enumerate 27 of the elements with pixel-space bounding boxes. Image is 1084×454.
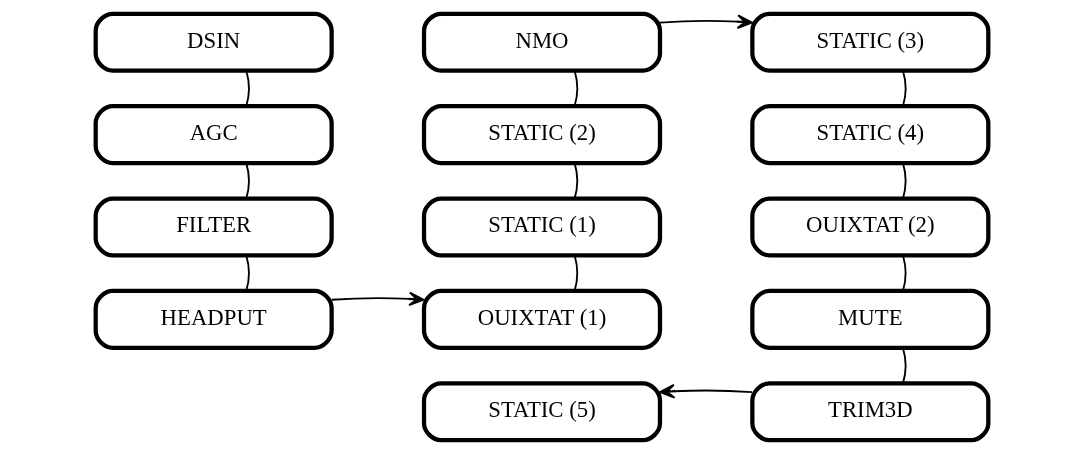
node-box: OUIXTAT (1) bbox=[421, 288, 663, 350]
connector bbox=[902, 347, 907, 385]
connector bbox=[573, 162, 579, 200]
node-box: STATIC (2) bbox=[421, 104, 663, 166]
connector bbox=[573, 254, 579, 292]
connector bbox=[902, 254, 907, 292]
arrow bbox=[659, 383, 753, 399]
node-box: STATIC (3) bbox=[750, 11, 991, 73]
node-box: DSIN bbox=[93, 11, 334, 73]
connector bbox=[245, 70, 250, 107]
node-box: NMO bbox=[421, 11, 663, 73]
node-box: STATIC (1) bbox=[421, 196, 663, 258]
node-box: TRIM3D bbox=[750, 381, 991, 443]
arrow bbox=[330, 291, 425, 307]
node-box: HEADPUT bbox=[93, 288, 334, 350]
node-box: STATIC (5) bbox=[421, 381, 663, 443]
arrow bbox=[659, 14, 753, 29]
connector bbox=[902, 162, 907, 200]
connector bbox=[573, 70, 579, 107]
connector bbox=[902, 70, 907, 107]
connector bbox=[245, 162, 250, 200]
node-box: MUTE bbox=[750, 288, 991, 350]
node-box: FILTER bbox=[93, 196, 334, 258]
node-box: AGC bbox=[93, 104, 334, 166]
connector bbox=[245, 254, 250, 292]
node-box: OUIXTAT (2) bbox=[750, 196, 991, 258]
node-box: STATIC (4) bbox=[750, 104, 991, 166]
